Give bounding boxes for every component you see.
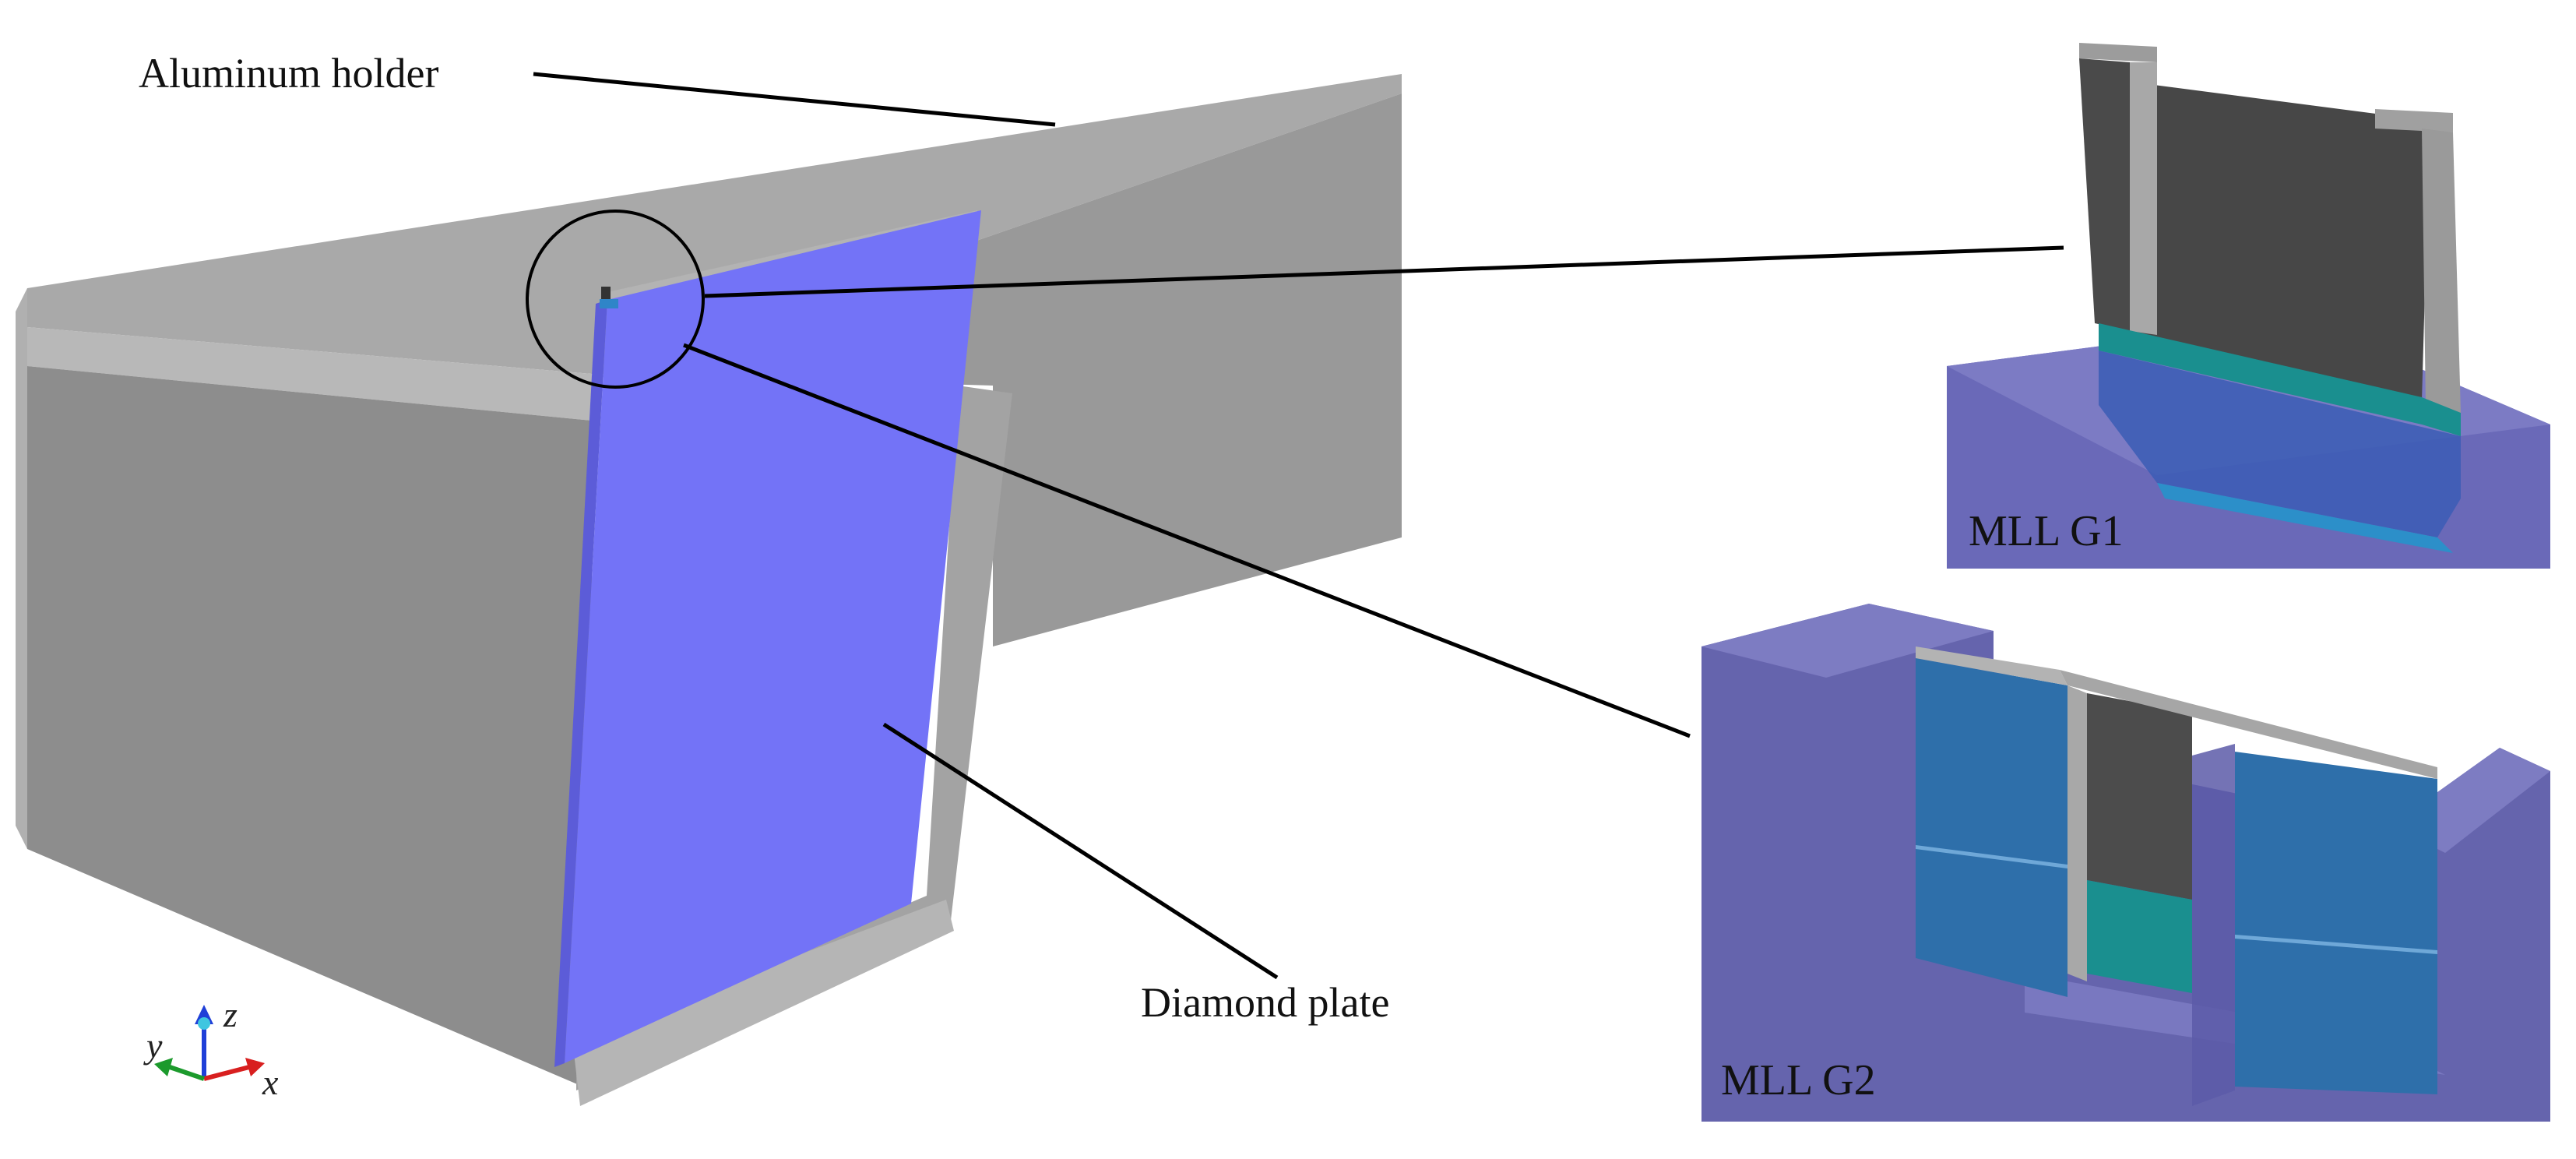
g1-mll-right-cap (2375, 109, 2453, 132)
leader-lines (533, 72, 2064, 980)
g1-mll-top-bar (2079, 43, 2157, 62)
g2-right-block (2235, 752, 2437, 1094)
x-axis-arrow (203, 1065, 250, 1081)
holder-arm-side-face (592, 93, 1402, 646)
g1-mll-back-face (2126, 82, 2430, 401)
mll-mini-base (600, 299, 618, 308)
leader-mll-g2 (683, 343, 1691, 738)
diamond-plate-face (565, 210, 981, 1063)
magnifier-circle (526, 210, 705, 389)
leader-diamond-plate (882, 722, 1279, 980)
g1-mll-layer-band (2099, 323, 2461, 436)
g2-left-block (1916, 658, 2067, 997)
leader-mll-g1 (704, 245, 2064, 298)
label-diamond-plate: Diamond plate (1141, 979, 1389, 1026)
g1-mll-lower-front (2157, 483, 2453, 553)
g2-right-block-divider (2235, 935, 2437, 954)
y-arrow-head-icon (154, 1058, 173, 1076)
g1-mll-lower-blue (2099, 351, 2461, 537)
g2-diamond-top-left (1701, 604, 1994, 678)
leader-aluminum-holder (533, 72, 1056, 127)
g2-mll-top-bar (2060, 670, 2437, 779)
g1-mll-left-post (2079, 58, 2130, 331)
x-arrow-head-icon (245, 1058, 265, 1076)
holder-left-bevel (16, 288, 27, 849)
inset-mll-g2: MLL G2 (1701, 604, 2550, 1122)
axis-label-y: y (143, 1026, 163, 1066)
axis-label-z: z (223, 995, 238, 1034)
holder-bottom-strip (572, 900, 954, 1106)
g2-mll-layer-band (2087, 880, 2192, 993)
label-mll-g2: MLL G2 (1721, 1056, 1876, 1104)
diamond-plate (554, 210, 981, 1067)
g1-mll-left-post-edge (2130, 62, 2157, 335)
holder-front-face (27, 366, 592, 1090)
holder-lower-side (576, 386, 1012, 1090)
g2-left-block-divider (1916, 845, 2067, 868)
label-aluminum-holder: Aluminum holder (139, 50, 438, 97)
holder-chamfer-strip (27, 327, 592, 421)
axis-label-x: x (262, 1062, 279, 1102)
g2-mll-center-edge (2067, 685, 2087, 981)
aluminum-holder (16, 74, 1402, 1106)
diamond-plate-edge (554, 300, 607, 1067)
g1-mll-right-post (2422, 129, 2461, 413)
axis-origin (198, 1017, 210, 1030)
label-mll-g1: MLL G1 (1969, 507, 2124, 555)
inset-mll-g1: MLL G1 (1947, 43, 2550, 569)
mll-mini-marker (601, 287, 611, 301)
g2-diamond-front-panel (2192, 744, 2235, 1106)
axis-triad: z y x (143, 995, 279, 1102)
g2-mll-center-face (2087, 693, 2192, 900)
holder-arm-top-face (27, 74, 1402, 374)
g2-left-block-top (1916, 646, 2067, 685)
y-axis-arrow (169, 1065, 205, 1081)
